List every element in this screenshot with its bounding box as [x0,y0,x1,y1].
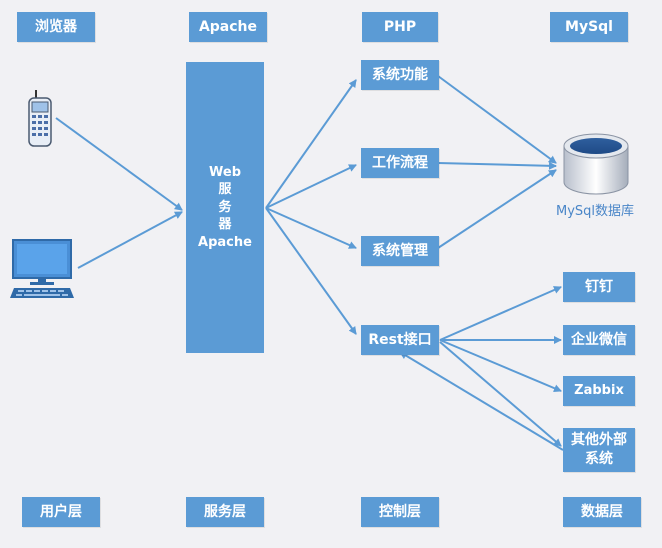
layer-php-label: PHP [362,12,438,42]
arrow-server-to-system-management [265,207,357,249]
layer-service-label: 服务层 [186,497,264,527]
server-label-apache: Apache [198,234,252,250]
arrow-system-functions-to-db [437,75,557,164]
server-label-web: Web [209,164,241,180]
external-dingtalk: 钉钉 [563,272,635,302]
arrow-desktop-to-server [77,211,183,269]
mobile-phone-icon [28,90,52,147]
desktop-computer-icon [10,239,74,298]
module-workflow: 工作流程 [361,148,439,178]
web-server-apache: Web 服 务 器 Apache [186,62,264,353]
server-label-fu: 服 [218,182,232,198]
layer-mysql-label: MySql [550,12,628,42]
arrow-other-to-rest [399,351,564,451]
module-rest-api: Rest接口 [361,325,439,355]
server-label-qi: 器 [218,217,232,233]
layer-user-label: 用户层 [22,497,100,527]
arrow-rest-to-other [439,341,562,447]
module-system-functions: 系统功能 [361,60,439,90]
layer-apache-label: Apache [189,12,267,42]
server-label-wu: 务 [218,199,232,215]
arrow-rest-to-dingtalk [439,286,562,341]
arrow-server-to-system-functions [265,79,357,209]
layer-control-label: 控制层 [361,497,439,527]
external-zabbix: Zabbix [563,376,635,406]
arrow-system-management-to-db [437,169,557,249]
arrow-server-to-rest [265,207,357,335]
external-other-systems: 其他外部 系统 [563,428,635,472]
arrow-workflow-to-db [437,161,557,170]
module-system-management: 系统管理 [361,236,439,266]
arrow-rest-to-zabbix [439,339,562,392]
arrow-server-to-workflow [265,164,357,209]
database-cylinder-icon [563,133,629,195]
layer-browser-label: 浏览器 [17,12,95,42]
database-label: MySql数据库 [555,204,635,219]
arrow-mobile-to-server [55,117,183,211]
external-wechat-work: 企业微信 [563,325,635,355]
layer-data-label: 数据层 [563,497,641,527]
